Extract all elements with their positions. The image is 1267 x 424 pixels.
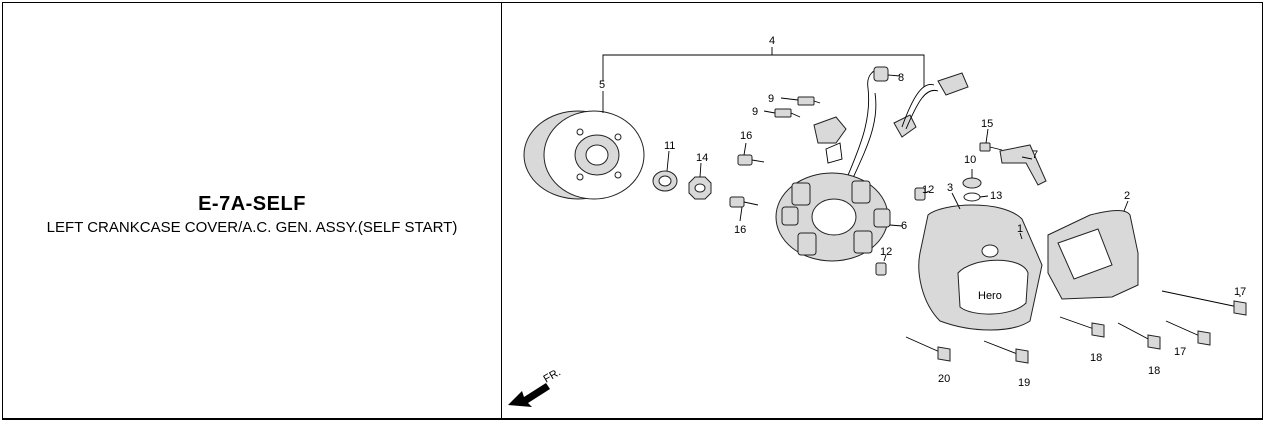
callout-11: 11 bbox=[664, 140, 675, 152]
front-direction-arrow bbox=[508, 383, 550, 407]
flywheel-nut bbox=[688, 162, 712, 200]
callout-1: 1 bbox=[1017, 223, 1023, 235]
callout-7: 7 bbox=[1032, 149, 1038, 161]
cover-shroud bbox=[1047, 200, 1139, 300]
callout-5: 5 bbox=[599, 79, 605, 91]
callout-3: 3 bbox=[947, 182, 953, 194]
callout-9-upper: 9 bbox=[768, 93, 774, 105]
callout-18-left: 18 bbox=[1090, 352, 1102, 364]
diagram-panel: Hero bbox=[502, 3, 1262, 419]
callout-12-lower: 12 bbox=[880, 246, 892, 258]
cover-bolts bbox=[905, 290, 1247, 364]
dowel-pins bbox=[875, 187, 930, 276]
inspection-plug bbox=[962, 169, 989, 202]
callout-17-middle: 17 bbox=[1174, 346, 1186, 358]
assembly-code: E-7A-SELF bbox=[198, 193, 306, 215]
callout-13: 13 bbox=[990, 190, 1002, 202]
callout-20: 20 bbox=[938, 373, 950, 385]
pickup-bolts bbox=[763, 96, 821, 118]
callout-2: 2 bbox=[1124, 190, 1130, 202]
washer bbox=[652, 150, 678, 192]
callout-17-right: 17 bbox=[1234, 286, 1246, 298]
stator-bolts bbox=[729, 142, 765, 222]
callout-18-right: 18 bbox=[1148, 365, 1160, 377]
callout-16-lower: 16 bbox=[734, 224, 746, 236]
callout-16-upper: 16 bbox=[740, 130, 752, 142]
callout-9-lower: 9 bbox=[752, 106, 758, 118]
callout-4: 4 bbox=[769, 35, 775, 47]
callout-6: 6 bbox=[901, 220, 907, 232]
pulser-coil bbox=[813, 116, 847, 164]
callout-19: 19 bbox=[1018, 377, 1030, 389]
stator-coil bbox=[775, 172, 903, 262]
callout-8: 8 bbox=[898, 72, 904, 84]
front-direction-label: FR. bbox=[542, 366, 563, 385]
callout-14: 14 bbox=[696, 152, 708, 164]
left-crankcase-cover bbox=[918, 192, 1043, 331]
callout-numbers: 4 5 11 14 9 9 8 16 16 6 12 12 3 10 13 15… bbox=[599, 35, 1246, 389]
callout-15: 15 bbox=[981, 118, 993, 130]
cover-logo-text: Hero bbox=[978, 290, 1002, 302]
title-panel: E-7A-SELF LEFT CRANKCASE COVER/A.C. GEN.… bbox=[3, 3, 502, 419]
wiring-harness bbox=[843, 66, 969, 190]
cable-bracket bbox=[979, 128, 1047, 186]
callout-10: 10 bbox=[964, 154, 976, 166]
flywheel-rotor bbox=[523, 91, 645, 200]
assembly-title: LEFT CRANKCASE COVER/A.C. GEN. ASSY.(SEL… bbox=[46, 219, 458, 236]
exploded-parts-diagram: Hero bbox=[508, 35, 1247, 407]
callout-12-upper: 12 bbox=[922, 184, 934, 196]
assembly-bracket-4 bbox=[602, 47, 925, 87]
